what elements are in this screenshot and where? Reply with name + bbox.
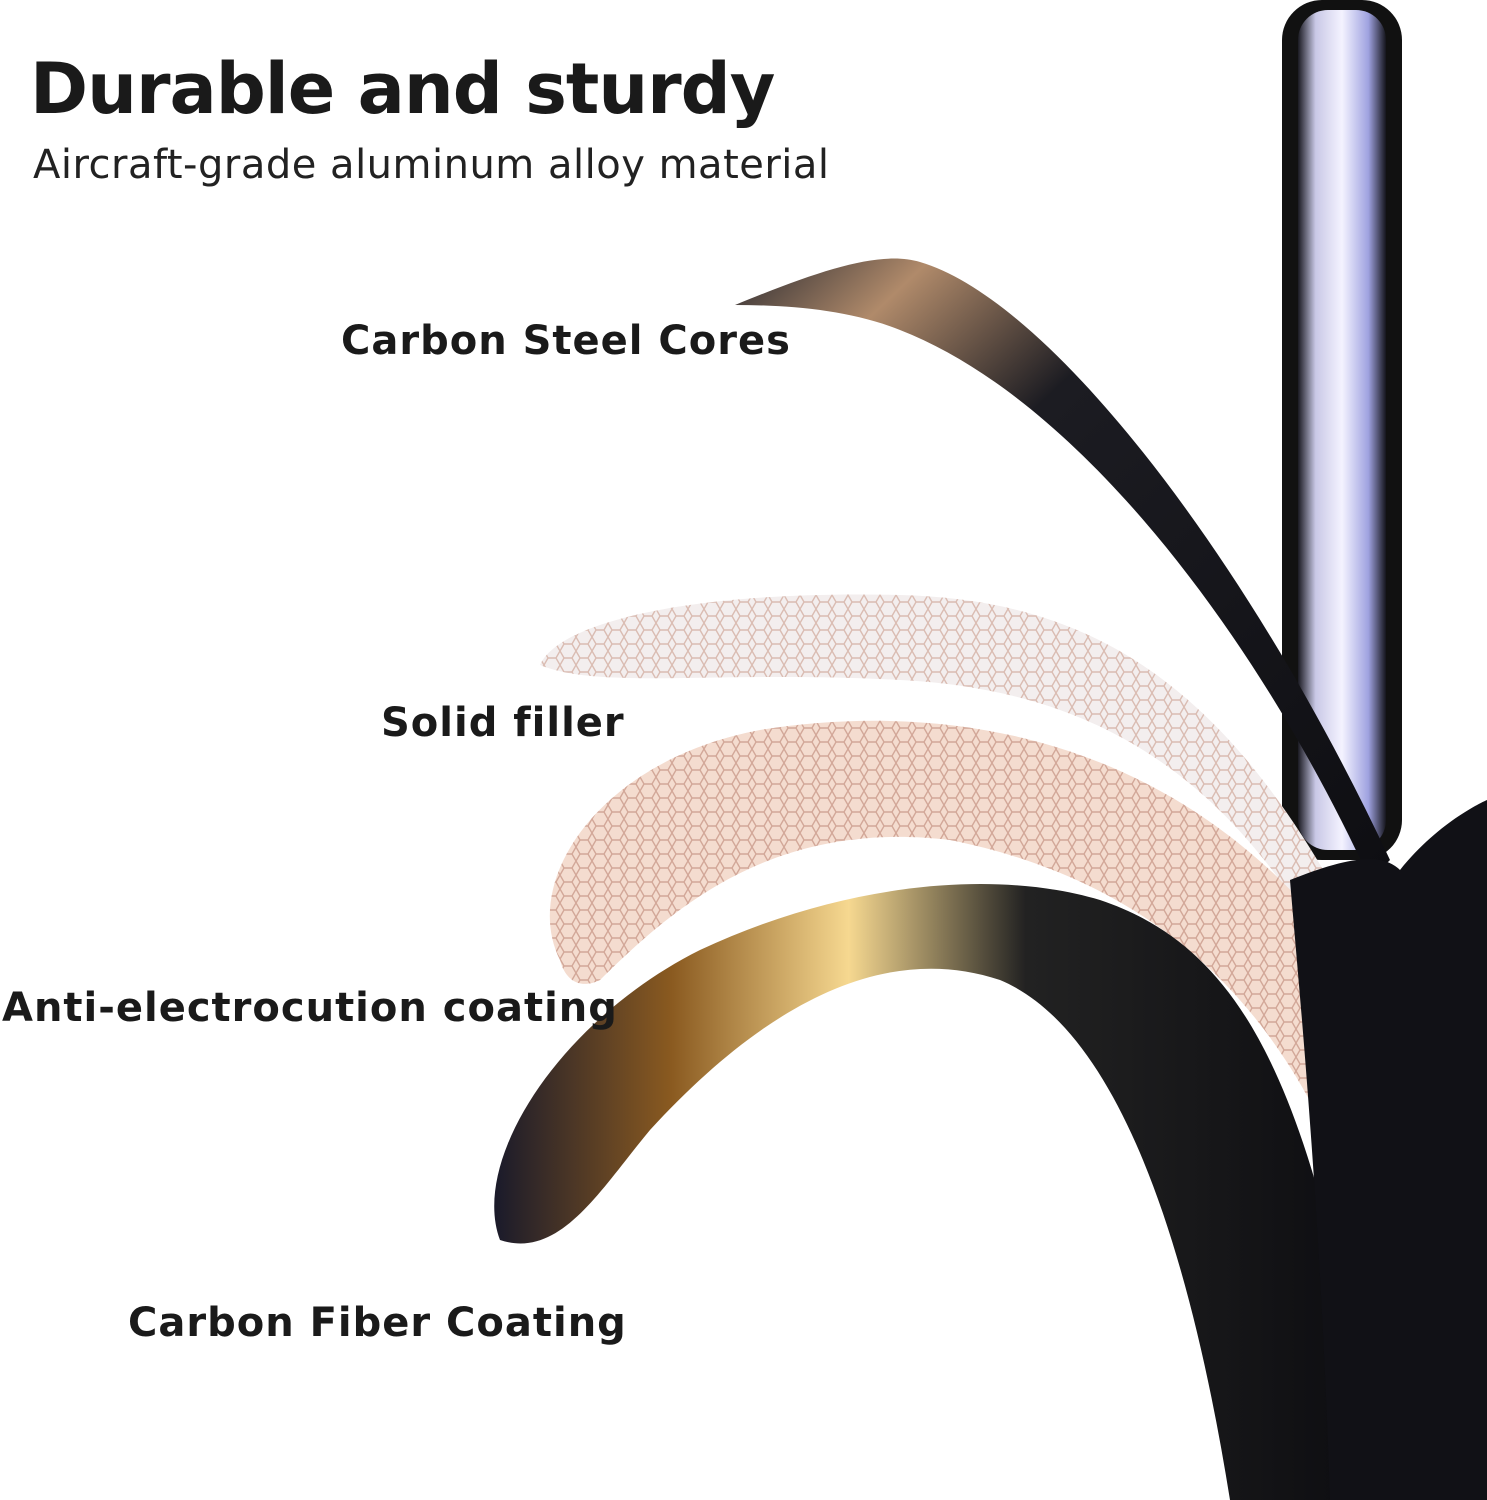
carbon-steel-core-strand	[735, 258, 1390, 880]
label-anti-electrocution-coating: Anti-electrocution coating	[2, 985, 618, 1031]
label-carbon-fiber-coating: Carbon Fiber Coating	[128, 1300, 627, 1346]
outer-sheath	[1290, 800, 1487, 1500]
page-title: Durable and sturdy	[30, 48, 775, 130]
page-subtitle: Aircraft-grade aluminum alloy material	[33, 142, 830, 188]
carbon-fiber-strand	[494, 884, 1380, 1500]
label-carbon-steel-cores: Carbon Steel Cores	[341, 318, 791, 364]
label-solid-filler: Solid filler	[381, 700, 625, 746]
